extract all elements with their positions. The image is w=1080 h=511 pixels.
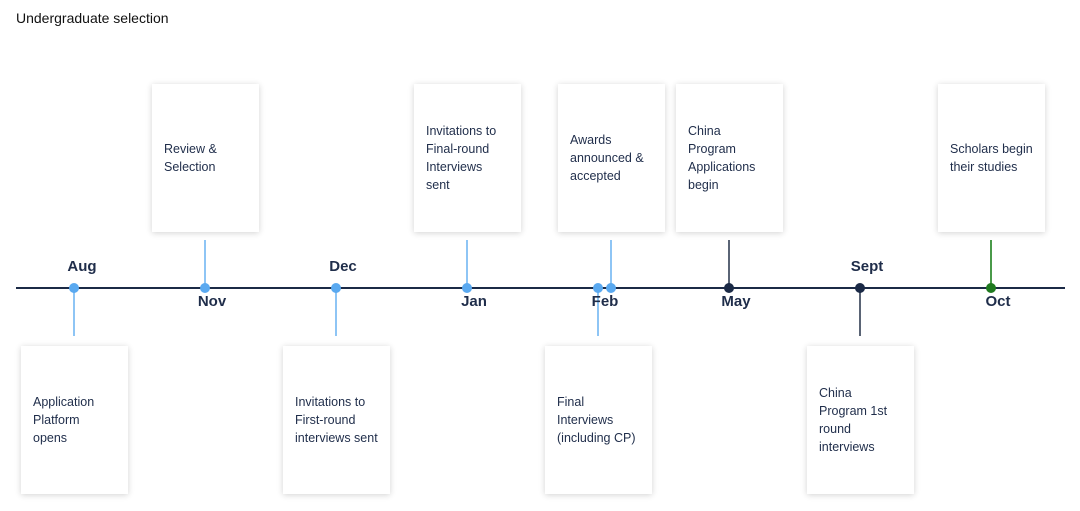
event-card-scholars-begin: Scholars begin their studies bbox=[938, 84, 1045, 232]
month-label-may: May bbox=[721, 293, 751, 310]
dot-aug bbox=[69, 283, 79, 293]
event-card-review-selection: Review & Selection bbox=[152, 84, 259, 232]
dot-feb-2 bbox=[606, 283, 616, 293]
event-text: China Program 1st round interviews bbox=[819, 386, 888, 454]
month-label-sept: Sept bbox=[850, 258, 884, 275]
connector-nov bbox=[204, 240, 206, 288]
event-text: China Program Applications begin bbox=[688, 124, 756, 192]
event-text: Invitations to Final-round Interviews se… bbox=[426, 124, 497, 192]
event-text: Review & Selection bbox=[164, 142, 217, 174]
event-card-final-round-invitations: Invitations to Final-round Interviews se… bbox=[414, 84, 521, 232]
event-text: Application Platform opens bbox=[33, 395, 95, 445]
event-text: Awards announced & accepted bbox=[570, 133, 644, 183]
event-text: Invitations to First-round interviews se… bbox=[295, 395, 378, 445]
dot-nov bbox=[200, 283, 210, 293]
dot-may bbox=[724, 283, 734, 293]
month-label-jan: Jan bbox=[461, 293, 487, 310]
event-card-application-platform: Application Platform opens bbox=[21, 346, 128, 494]
month-label-feb: Feb bbox=[591, 293, 619, 310]
connector-jan bbox=[466, 240, 468, 288]
connector-dec bbox=[335, 288, 337, 336]
dot-oct bbox=[986, 283, 996, 293]
connector-feb-above bbox=[610, 240, 612, 288]
month-label-dec: Dec bbox=[329, 258, 357, 275]
dot-sept bbox=[855, 283, 865, 293]
event-text: Final Interviews (including CP) bbox=[557, 395, 636, 445]
connector-may bbox=[728, 240, 730, 288]
month-label-aug: Aug bbox=[67, 258, 97, 275]
event-card-awards: Awards announced & accepted bbox=[558, 84, 665, 232]
connector-feb-below bbox=[597, 288, 599, 336]
event-text: Scholars begin their studies bbox=[950, 142, 1033, 174]
connector-aug bbox=[73, 288, 75, 336]
connector-sept bbox=[859, 288, 861, 336]
month-label-nov: Nov bbox=[197, 293, 227, 310]
dot-feb-1 bbox=[593, 283, 603, 293]
connector-oct bbox=[990, 240, 992, 288]
event-card-first-round-invitations: Invitations to First-round interviews se… bbox=[283, 346, 390, 494]
dot-dec bbox=[331, 283, 341, 293]
dot-jan bbox=[462, 283, 472, 293]
event-card-final-interviews: Final Interviews (including CP) bbox=[545, 346, 652, 494]
event-card-china-applications: China Program Applications begin bbox=[676, 84, 783, 232]
month-label-oct: Oct bbox=[985, 293, 1011, 310]
page-title: Undergraduate selection bbox=[16, 10, 169, 26]
timeline-axis bbox=[16, 287, 1065, 289]
event-card-china-interviews: China Program 1st round interviews bbox=[807, 346, 914, 494]
